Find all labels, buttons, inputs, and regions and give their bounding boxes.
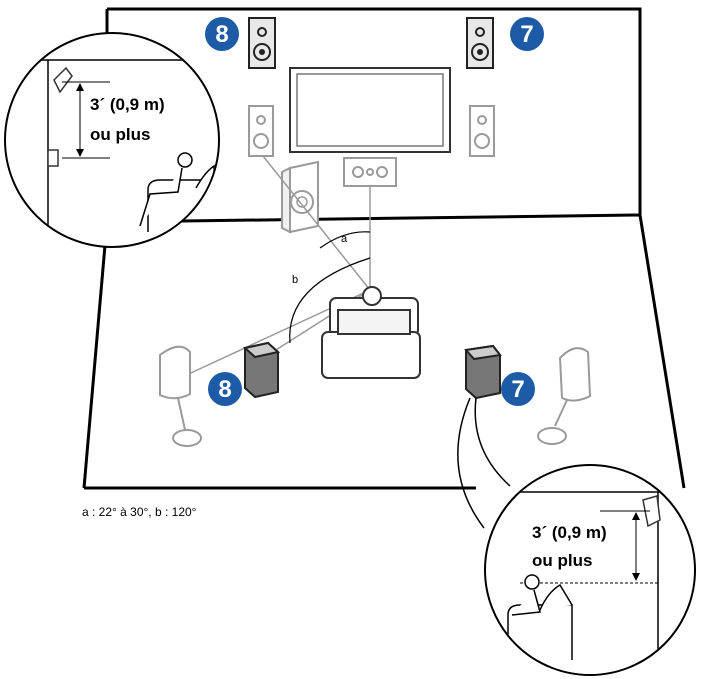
angle-label-b: b [292,274,298,286]
callout-right-line1: 3´ (0,9 m) [532,523,607,542]
floor-left-height-speaker [242,341,281,399]
angle-arcs [289,231,371,344]
callout-left-line2: ou plus [90,125,150,144]
callout-right-connector [457,397,485,529]
badge-top-left-number: 8 [215,21,228,48]
floor-right-height-speaker [464,344,502,400]
top-right-height-speaker [466,17,494,69]
callout-right: 3´ (0,9 m) ou plus [484,464,696,676]
listening-sofa [321,286,421,379]
center-speaker [343,157,397,187]
angle-arc-a [319,231,371,249]
right-callout-listener [507,574,573,660]
badge-top-right: 7 [510,17,544,51]
callout-left-line1: 3´ (0,9 m) [90,95,165,114]
badge-floor-left: 8 [208,372,242,406]
callout-left: 3´ (0,9 m) ou plus [4,32,220,248]
badge-floor-left-number: 8 [218,376,231,403]
top-left-height-speaker [248,17,276,69]
angle-arc-b [289,257,371,344]
front-left-speaker [248,105,274,157]
tv-screen [289,67,451,153]
angle-caption: a : 22° à 30°, b : 120° [82,505,197,519]
listener-head [362,286,382,306]
surround-left-speaker [159,345,202,447]
callout-right-line2: ou plus [532,551,592,570]
badge-floor-right: 7 [501,372,535,406]
badge-top-left: 8 [205,17,239,51]
badge-floor-right-number: 7 [511,376,524,403]
front-right-speaker [469,105,495,157]
angle-label-a: a [341,233,348,245]
subwoofer [281,160,319,234]
surround-right-speaker [537,347,592,445]
badge-top-right-number: 7 [520,21,533,48]
